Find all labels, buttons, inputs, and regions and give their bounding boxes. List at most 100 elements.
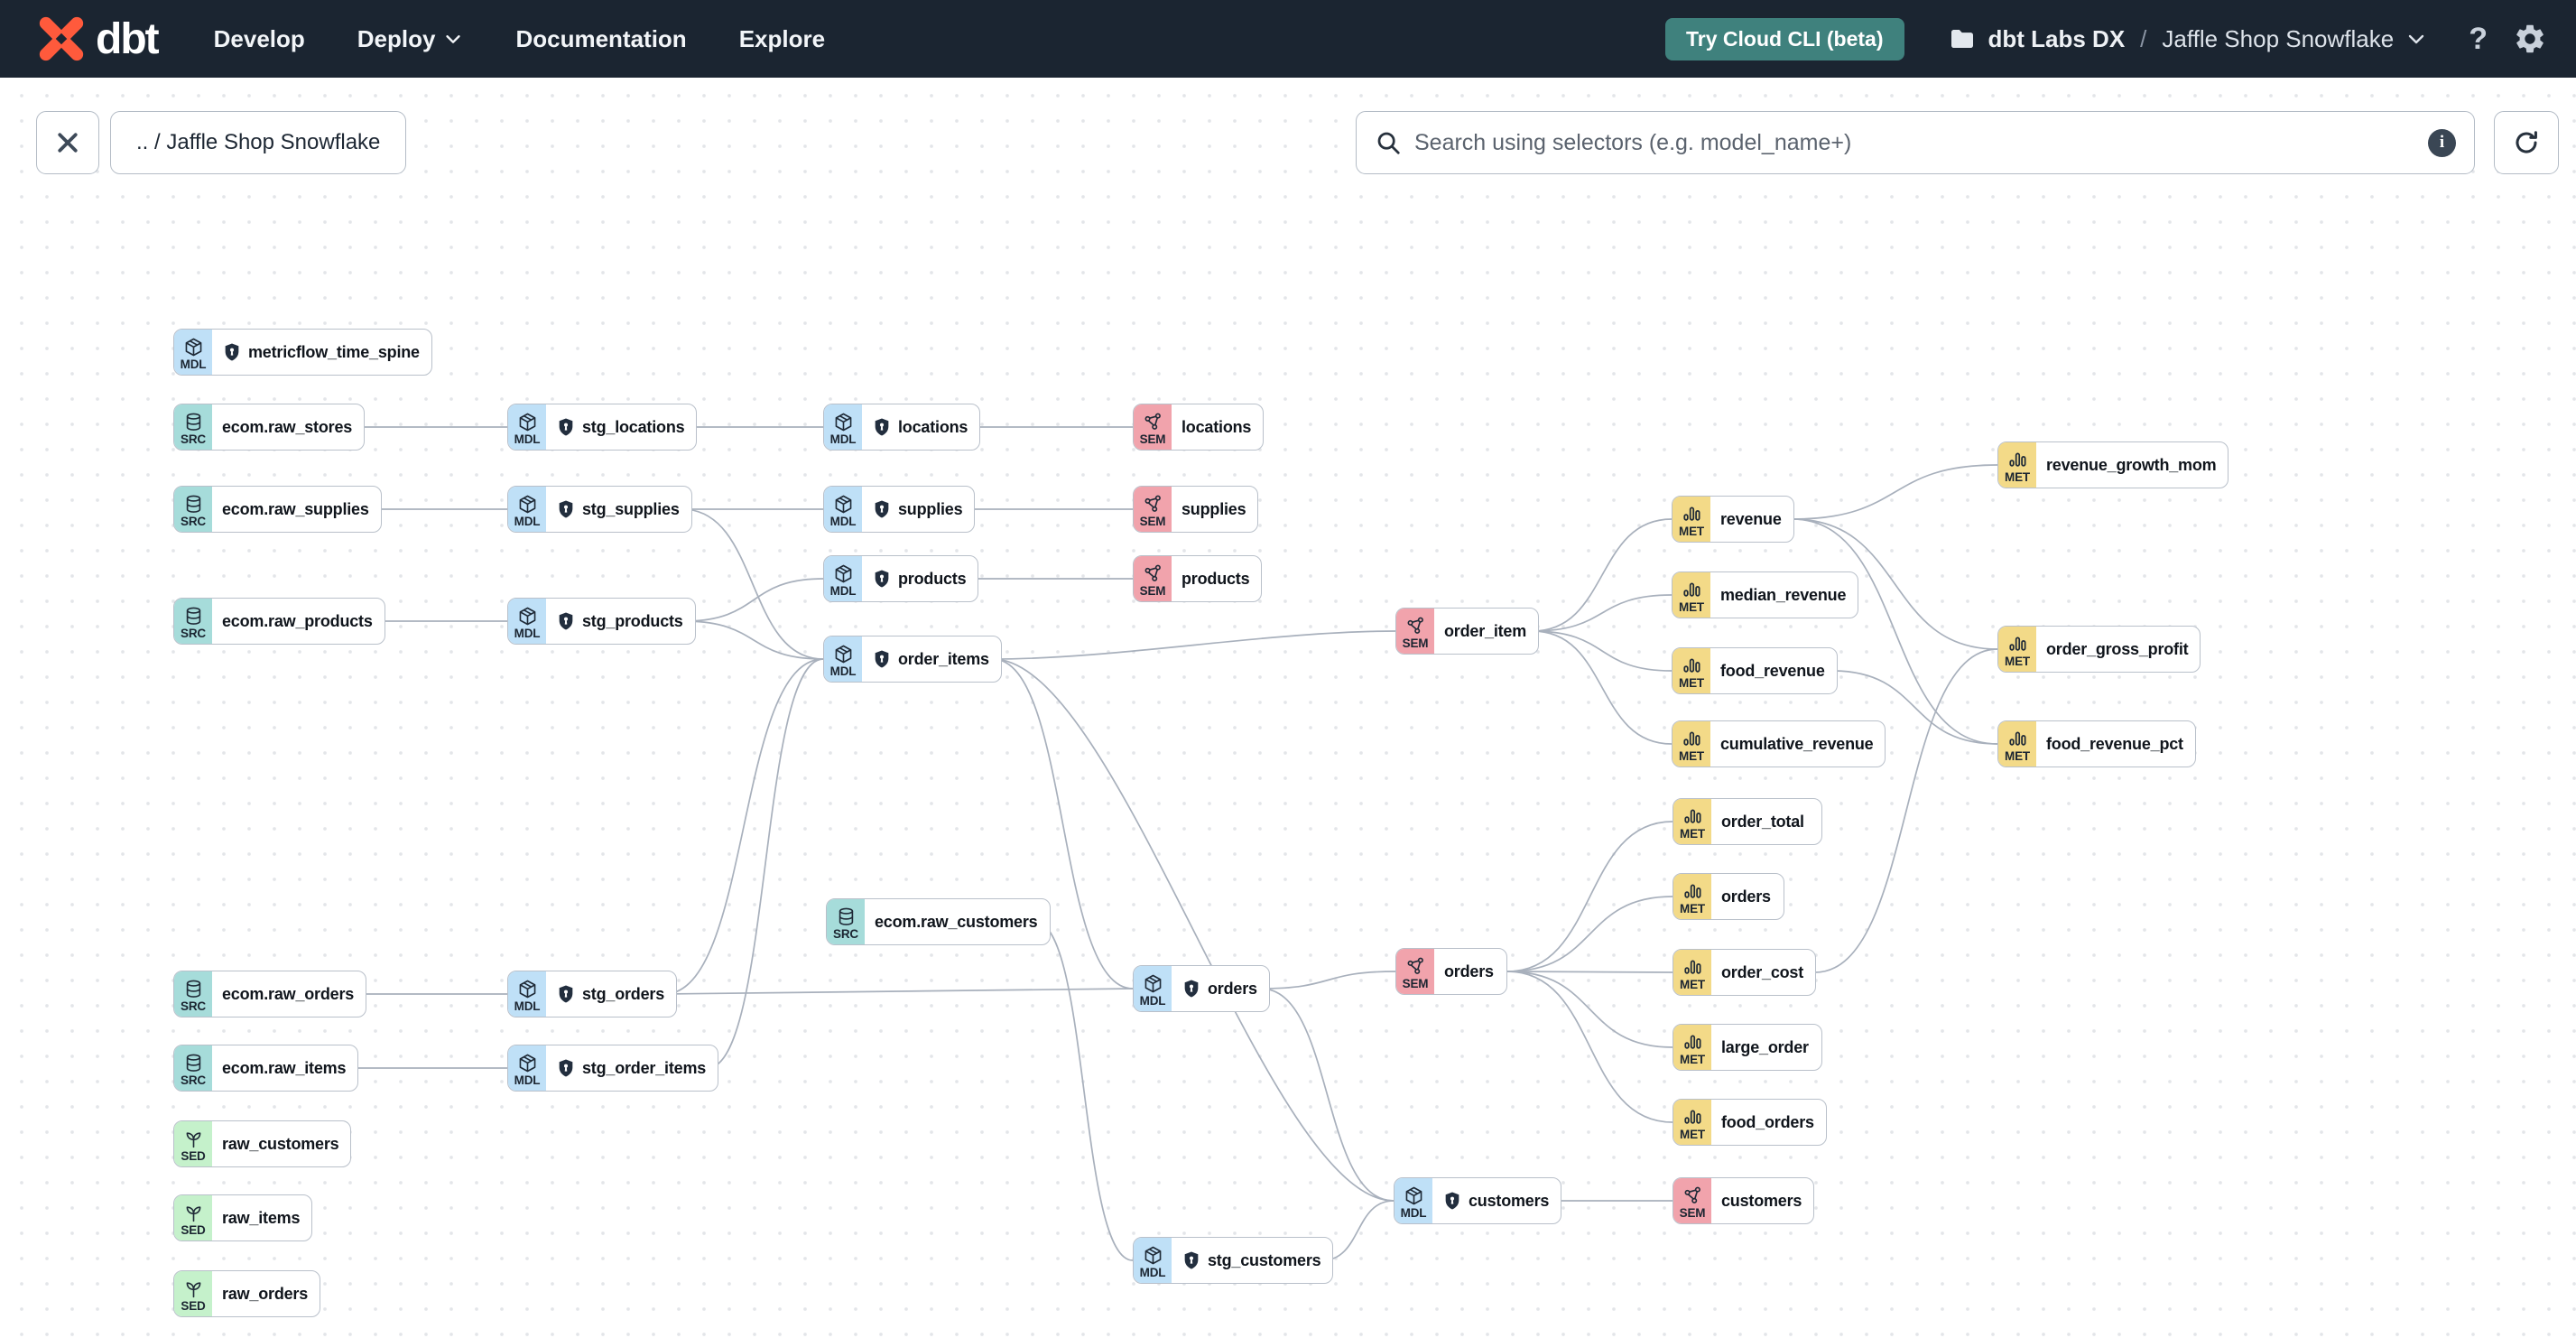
node-revenue[interactable]: MET revenue <box>1672 496 1794 543</box>
edge-orders_m-to-customers_m <box>1260 988 1395 1202</box>
lineage-breadcrumb[interactable]: .. / Jaffle Shop Snowflake <box>110 111 407 174</box>
selector-search: i <box>1356 111 2475 174</box>
node-label: large_order <box>1711 1025 1821 1070</box>
project-switcher[interactable]: dbt Labs DX / Jaffle Shop Snowflake <box>1948 24 2428 53</box>
bar-chart-icon <box>1682 580 1702 600</box>
dbt-logo[interactable]: dbt <box>36 14 160 64</box>
share-network-icon <box>1143 494 1163 515</box>
gear-icon[interactable] <box>2513 22 2547 56</box>
node-type-label: MDL <box>514 1073 541 1087</box>
node-order_items[interactable]: MDL order_items <box>823 636 1002 683</box>
node-name-text: stg_order_items <box>582 1058 707 1077</box>
help-icon[interactable]: ? <box>2469 21 2488 56</box>
selector-search-input[interactable] <box>1414 129 2415 156</box>
node-type-label: SED <box>181 1222 206 1237</box>
cube-icon <box>517 412 538 432</box>
node-label: raw_orders <box>212 1271 320 1316</box>
share-network-icon <box>1405 616 1426 636</box>
shield-icon <box>872 417 892 437</box>
node-label: food_orders <box>1711 1100 1826 1145</box>
menu-item-explore[interactable]: Explore <box>738 24 826 52</box>
node-name-text: revenue <box>1720 509 1782 528</box>
node-type-label: MDL <box>514 432 541 446</box>
node-type-label: MDL <box>829 664 857 678</box>
node-type-label: SEM <box>1402 976 1429 990</box>
node-type-label: SEM <box>1402 636 1429 650</box>
node-type-badge: MDL <box>508 404 546 450</box>
menu-item-deploy[interactable]: Deploy <box>357 25 464 53</box>
cube-icon <box>1143 973 1163 994</box>
node-type-label: SEM <box>1139 583 1166 598</box>
node-type-label: MDL <box>514 999 541 1013</box>
menu-item-develop[interactable]: Develop <box>213 24 305 52</box>
node-type-label: MET <box>2005 469 2030 484</box>
node-type-badge: MET <box>1998 627 2036 672</box>
node-name-text: order_items <box>898 649 989 668</box>
close-lineage-button[interactable] <box>36 111 99 174</box>
node-type-badge: MDL <box>508 487 546 532</box>
node-name-text: raw_orders <box>222 1284 309 1303</box>
bar-chart-icon <box>1682 729 1702 749</box>
node-stg_orders[interactable]: MDL stg_orders <box>507 971 678 1017</box>
shield-icon <box>556 417 576 437</box>
node-label: order_items <box>862 636 1001 682</box>
bar-chart-icon <box>1682 655 1702 676</box>
refresh-button[interactable] <box>2494 111 2559 174</box>
info-icon[interactable]: i <box>2428 128 2456 157</box>
menu-item-documentation[interactable]: Documentation <box>515 24 687 52</box>
edge-stg_orders-to-order_items <box>663 658 824 995</box>
node-type-label: MDL <box>829 432 857 446</box>
try-cloud-cli-button[interactable]: Try Cloud CLI (beta) <box>1665 17 1904 60</box>
edge-orders_s-to-food_orders <box>1506 971 1673 1123</box>
node-label: stg_customers <box>1172 1238 1332 1283</box>
node-label: orders <box>1434 949 1506 994</box>
edge-order_items-to-orders_m <box>992 658 1134 990</box>
node-type-badge: SRC <box>827 899 865 944</box>
node-name-text: stg_orders <box>582 984 665 1003</box>
node-type-label: MET <box>1679 524 1704 538</box>
node-name-text: stg_products <box>582 611 683 630</box>
node-stg_order_items[interactable]: MDL stg_order_items <box>507 1045 719 1092</box>
database-icon <box>836 906 857 927</box>
node-type-badge: MDL <box>1134 1238 1172 1283</box>
shield-icon <box>872 499 892 519</box>
node-orders_s[interactable]: SEM orders <box>1395 948 1507 995</box>
node-name-text: orders <box>1208 979 1257 998</box>
node-label: median_revenue <box>1710 572 1858 618</box>
